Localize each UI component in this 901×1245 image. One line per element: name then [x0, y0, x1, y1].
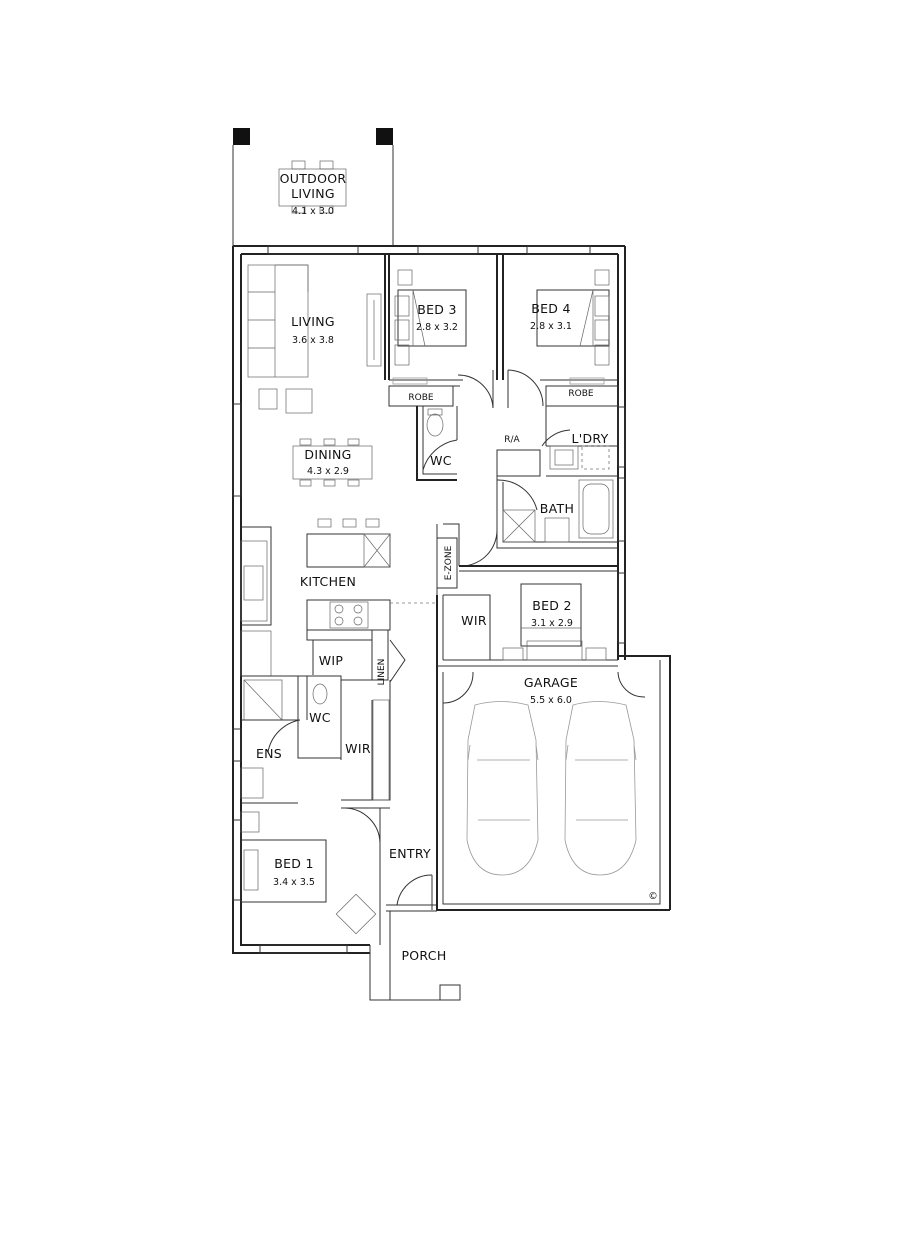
living-label: LIVING	[291, 314, 335, 329]
laundry-label: L'DRY	[571, 431, 608, 446]
bed1-label: BED 1	[274, 856, 314, 871]
outdoor-living-label-2: LIVING	[291, 186, 335, 201]
ens-label: ENS	[256, 746, 282, 761]
outdoor-living-label-1: OUTDOOR	[280, 171, 347, 186]
wir-bed2-label: WIR	[461, 613, 487, 628]
ra-label: R/A	[504, 435, 520, 445]
bed3-size: 2.8 x 3.2	[416, 322, 458, 333]
bed1-size: 3.4 x 3.5	[273, 877, 315, 888]
bed4-label: BED 4	[531, 301, 571, 316]
porch-area	[369, 911, 461, 1001]
living-furniture	[247, 264, 382, 414]
entry-label: ENTRY	[389, 846, 431, 861]
bed3-furniture	[394, 269, 467, 366]
external-walls	[232, 245, 626, 954]
column-left	[233, 128, 250, 145]
garage-label: GARAGE	[524, 675, 578, 690]
bed2-furniture	[502, 583, 607, 661]
column-right	[376, 128, 393, 145]
bed4-furniture	[536, 269, 610, 366]
copyright-symbol: ©	[648, 891, 658, 902]
wir-bed1-label: WIR	[345, 741, 371, 756]
bed3-label: BED 3	[417, 302, 457, 317]
dining-size: 4.3 x 2.9	[307, 466, 349, 477]
outdoor-living-area	[232, 128, 394, 246]
living-size: 3.6 x 3.8	[292, 335, 334, 346]
wc-ensuite-label: WC	[309, 710, 331, 725]
internal-walls	[240, 254, 619, 945]
garage-size: 5.5 x 6.0	[530, 695, 572, 706]
garage-area	[436, 655, 671, 911]
room-labels: OUTDOOR LIVING 4.1 x 3.0 LIVING 3.6 x 3.…	[256, 171, 658, 963]
bed2-size: 3.1 x 2.9	[531, 618, 573, 629]
bath-label: BATH	[540, 501, 574, 516]
wet-area-fixtures	[312, 408, 614, 705]
porch-label: PORCH	[401, 948, 446, 963]
dining-label: DINING	[304, 447, 351, 462]
robe4-label: ROBE	[568, 389, 594, 399]
kitchen-label: KITCHEN	[300, 574, 356, 589]
bed4-size: 2.8 x 3.1	[530, 321, 572, 332]
dining-table	[292, 438, 373, 487]
outdoor-living-size: 4.1 x 3.0	[292, 206, 334, 217]
linen-label: LINEN	[377, 659, 387, 686]
wip-label: WIP	[319, 653, 344, 668]
wc-upper-label: WC	[430, 453, 452, 468]
ezone-label: E-ZONE	[444, 545, 454, 580]
bed2-label: BED 2	[532, 598, 572, 613]
robe3-label: ROBE	[408, 393, 434, 403]
